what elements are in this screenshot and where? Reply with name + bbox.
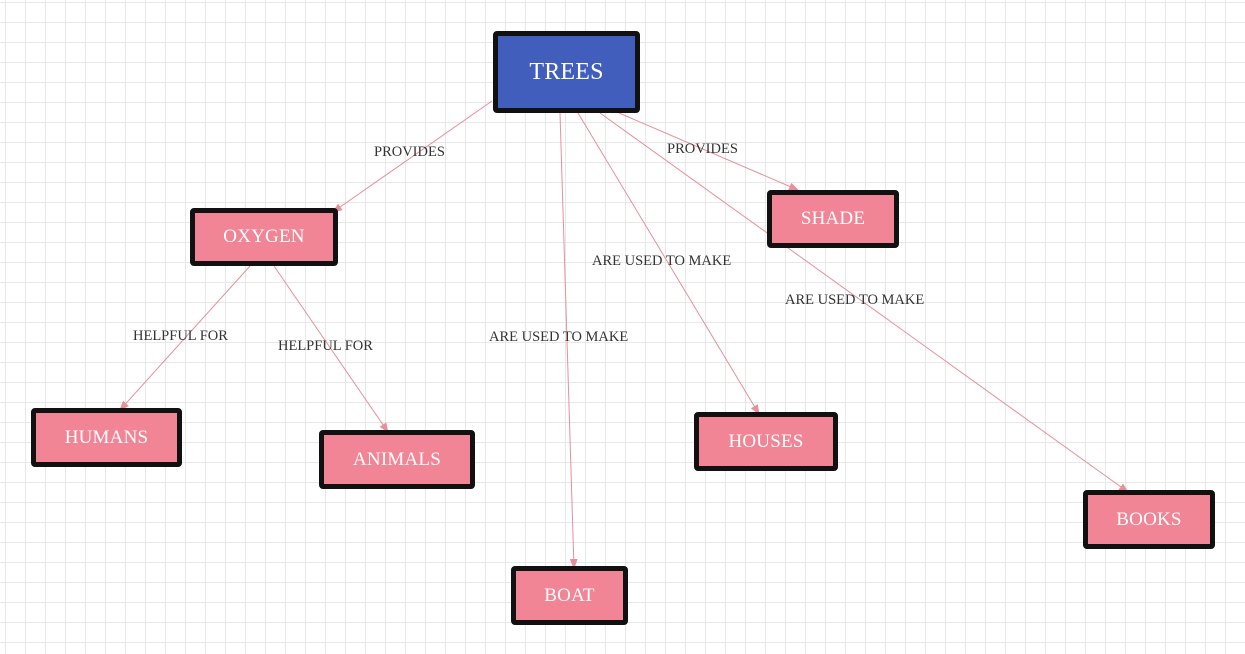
node-animals[interactable]: ANIMALS [319,430,475,489]
edge-label-trees-shade: PROVIDES [667,141,738,157]
node-shade[interactable]: SHADE [767,190,899,248]
node-oxygen[interactable]: OXYGEN [190,208,338,266]
edge-label-trees-houses: ARE USED TO MAKE [592,253,732,269]
node-humans[interactable]: HUMANS [31,408,182,467]
edge-trees-boat[interactable] [559,112,578,569]
edge-label-trees-boat: ARE USED TO MAKE [489,329,629,345]
edge-trees-houses[interactable] [577,112,760,415]
edge-label-oxygen-humans: HELPFUL FOR [133,328,228,344]
edge-trees-books[interactable] [599,112,1129,493]
edge-oxygen-animals[interactable] [273,265,389,433]
node-boat[interactable]: BOAT [511,566,628,625]
node-books[interactable]: BOOKS [1083,490,1215,549]
edge-label-oxygen-animals: HELPFUL FOR [278,338,373,354]
edge-trees-shade[interactable] [618,112,799,191]
node-trees[interactable]: TREES [493,31,640,113]
edge-label-trees-books: ARE USED TO MAKE [785,292,925,308]
edge-label-trees-oxygen: PROVIDES [374,144,445,160]
node-houses[interactable]: HOUSES [694,412,838,471]
edge-trees-oxygen[interactable] [332,100,493,213]
edge-oxygen-humans[interactable] [119,265,251,411]
